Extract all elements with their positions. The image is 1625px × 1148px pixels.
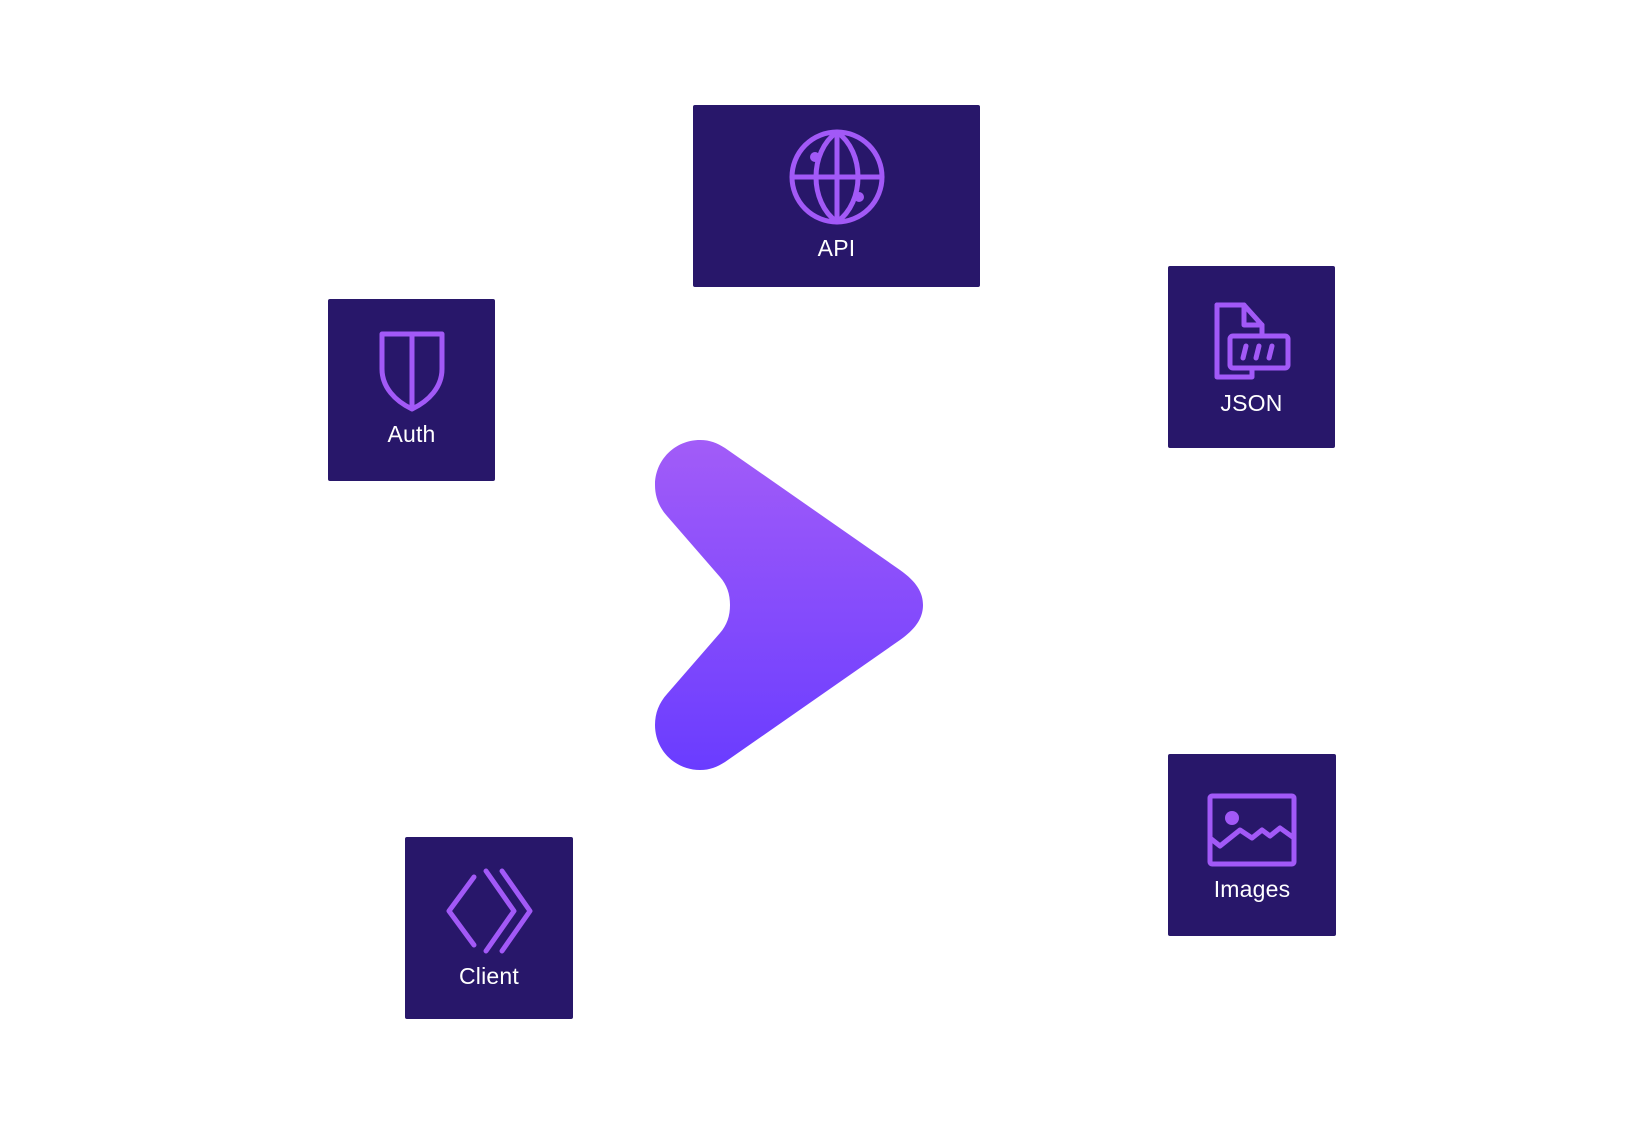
images-label: Images <box>1213 876 1291 902</box>
code-chevrons-icon <box>446 868 533 954</box>
images-node: Images <box>1168 754 1336 936</box>
api-node: API <box>693 105 980 287</box>
client-node: Client <box>405 837 573 1019</box>
image-icon <box>1207 793 1297 867</box>
json-label: JSON <box>1220 390 1283 416</box>
chevron-right-logo-icon <box>655 440 923 770</box>
globe-icon <box>789 129 884 225</box>
api-label: API <box>817 235 856 261</box>
json-node: JSON <box>1168 266 1335 448</box>
client-label: Client <box>458 963 519 989</box>
auth-label: Auth <box>387 421 436 447</box>
file-json-icon <box>1214 302 1290 380</box>
shield-icon <box>379 331 444 412</box>
auth-node: Auth <box>328 299 495 481</box>
